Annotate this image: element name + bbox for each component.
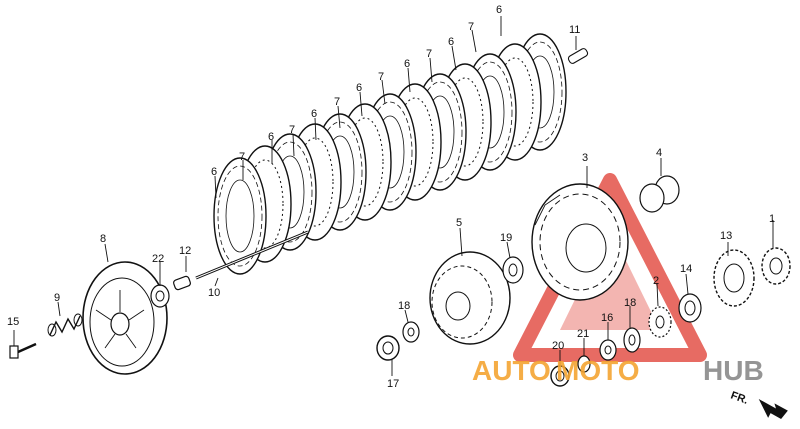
callout-label: 21 <box>577 328 589 340</box>
clutch-bolt <box>9 342 37 359</box>
callout-label: 3 <box>582 152 588 164</box>
callout-label: 6 <box>211 166 217 178</box>
front-direction-indicator: FR. <box>729 390 788 420</box>
callout-label: 6 <box>356 82 362 94</box>
callout-label: 11 <box>569 24 580 36</box>
callout-label: 2 <box>653 275 659 287</box>
callout-label: 5 <box>456 217 462 229</box>
callout-label: 8 <box>100 233 106 245</box>
callout-label: 18 <box>398 300 410 312</box>
callout-label: 6 <box>496 4 502 16</box>
lifter-rod <box>195 230 309 280</box>
callout-label: 6 <box>268 131 274 143</box>
callout-label: 6 <box>448 36 454 48</box>
front-arrow-icon <box>758 398 788 420</box>
callout-label: 14 <box>680 263 692 275</box>
callout-label: 7 <box>468 21 474 33</box>
leader-lines <box>13 16 774 376</box>
lock-washer <box>599 339 617 361</box>
callout-label: 18 <box>624 297 636 309</box>
watermark: AUTO MOTO HUB <box>472 355 764 386</box>
callout-label: 15 <box>7 316 19 328</box>
oil-pump-gear <box>648 306 672 338</box>
callout-label: 6 <box>404 58 410 70</box>
watermark-text-auto: AUTO <box>472 355 551 386</box>
splined-washer <box>502 256 524 284</box>
clutch-center <box>429 251 511 345</box>
callout-label: 17 <box>387 378 399 390</box>
callout-label: 7 <box>289 124 295 136</box>
clutch-spring <box>47 313 83 337</box>
thrust-washer-left <box>402 321 420 343</box>
callout-label: 9 <box>54 292 60 304</box>
clutch-outer-basket <box>531 183 629 301</box>
callout-label: 16 <box>601 312 613 324</box>
oil-pump-drive-gear <box>761 247 791 285</box>
pressure-plate <box>82 261 168 375</box>
clutch-center-lock-nut <box>376 335 400 361</box>
callout-label: 7 <box>334 96 340 108</box>
front-direction-label: FR. <box>729 390 750 407</box>
clutch-plate-stack <box>213 33 567 275</box>
callout-label: 10 <box>208 287 220 299</box>
needle-bearing <box>678 293 702 323</box>
callout-label: 13 <box>720 230 732 242</box>
callout-label: 6 <box>311 108 317 120</box>
clutch-plate <box>213 157 267 275</box>
primary-drive-gear <box>713 249 755 307</box>
callout-label: 20 <box>552 340 564 352</box>
callout-label: 19 <box>500 232 512 244</box>
callout-label: 7 <box>239 151 245 163</box>
thrust-washer <box>623 327 641 353</box>
lifter-piece <box>173 275 191 291</box>
pin <box>567 48 589 64</box>
callout-label: 22 <box>152 253 164 265</box>
callout-labels: 6 7 6 7 6 7 6 7 6 7 6 7 6 6 11 3 4 1 13 … <box>7 4 775 390</box>
callout-label: 7 <box>378 71 384 83</box>
callout-label: 12 <box>179 245 191 257</box>
callout-label: 7 <box>426 48 432 60</box>
watermark-text-moto: MOTO <box>556 355 639 386</box>
callout-label: 4 <box>656 147 662 159</box>
release-bearing <box>150 284 170 308</box>
outer-guide-bushing <box>639 175 680 213</box>
watermark-text-hub: HUB <box>703 355 764 386</box>
callout-label: 1 <box>769 213 775 225</box>
